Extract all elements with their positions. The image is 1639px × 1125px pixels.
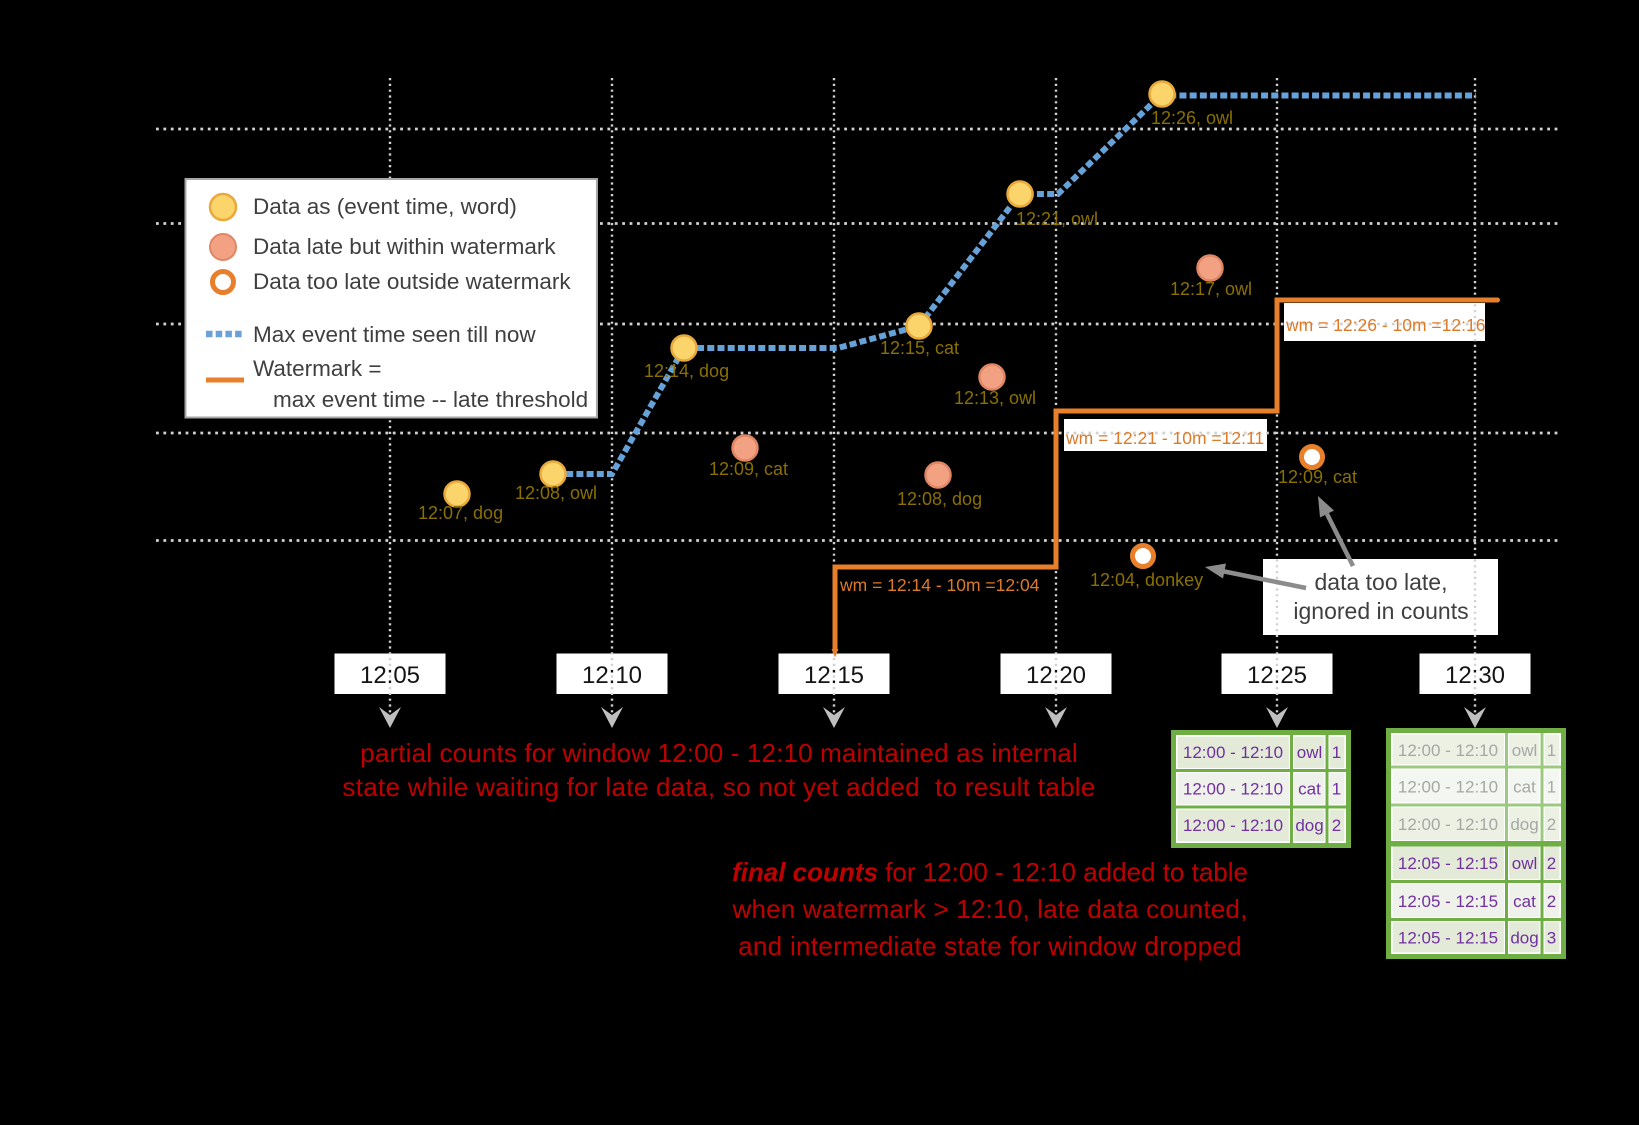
svg-text:2: 2 — [1547, 815, 1556, 834]
svg-text:12:25: 12:25 — [1247, 662, 1307, 689]
svg-text:12:21, owl: 12:21, owl — [1016, 209, 1098, 229]
svg-text:partial counts for window 12:0: partial counts for window 12:00 - 12:10 … — [360, 738, 1078, 768]
svg-text:12:10: 12:10 — [582, 662, 642, 689]
svg-text:12:05 - 12:15: 12:05 - 12:15 — [1398, 929, 1498, 948]
svg-text:12:00 - 12:10: 12:00 - 12:10 — [1398, 815, 1498, 834]
svg-text:12:09, cat: 12:09, cat — [1278, 467, 1357, 487]
svg-text:1: 1 — [1332, 780, 1341, 799]
svg-text:1: 1 — [1332, 743, 1341, 762]
svg-text:12:15, cat: 12:15, cat — [880, 338, 959, 358]
svg-text:cat: cat — [1513, 892, 1536, 911]
svg-text:12:17, owl: 12:17, owl — [1170, 279, 1252, 299]
svg-text:12:00 - 12:10: 12:00 - 12:10 — [1398, 778, 1498, 797]
svg-text:2: 2 — [1547, 892, 1556, 911]
svg-text:12:00 - 12:10: 12:00 - 12:10 — [1183, 743, 1283, 762]
svg-text:12:08, owl: 12:08, owl — [515, 483, 597, 503]
svg-text:and intermediate state for win: and intermediate state for window droppe… — [738, 931, 1242, 961]
svg-text:12:13, owl: 12:13, owl — [954, 388, 1036, 408]
svg-text:12:08, dog: 12:08, dog — [897, 489, 982, 509]
svg-text:12:05 - 12:15: 12:05 - 12:15 — [1398, 854, 1498, 873]
svg-text:12:26, owl: 12:26, owl — [1151, 108, 1233, 128]
svg-text:final counts for 12:00 - 12:10: final counts for 12:00 - 12:10 added to … — [732, 857, 1248, 887]
svg-text:12:07, dog: 12:07, dog — [418, 503, 503, 523]
svg-text:owl: owl — [1512, 854, 1538, 873]
svg-text:max event time -- late thresho: max event time -- late threshold — [273, 387, 588, 412]
svg-text:12:00 - 12:10: 12:00 - 12:10 — [1398, 741, 1498, 760]
svg-text:3: 3 — [1547, 929, 1556, 948]
svg-text:2: 2 — [1332, 816, 1341, 835]
svg-text:dog: dog — [1295, 816, 1323, 835]
svg-text:wm = 12:26 - 10m =12:16: wm = 12:26 - 10m =12:16 — [1285, 315, 1485, 335]
svg-text:data too late,: data too late, — [1315, 569, 1448, 595]
svg-text:12:20: 12:20 — [1026, 662, 1086, 689]
svg-text:Watermark =: Watermark = — [253, 356, 382, 381]
svg-text:1: 1 — [1547, 741, 1556, 760]
svg-text:owl: owl — [1297, 743, 1323, 762]
svg-text:Data as (event time, word): Data as (event time, word) — [253, 194, 517, 219]
svg-text:12:05: 12:05 — [360, 662, 420, 689]
svg-text:cat: cat — [1513, 778, 1536, 797]
svg-text:owl: owl — [1512, 741, 1538, 760]
svg-text:wm = 12:21 - 10m =12:11: wm = 12:21 - 10m =12:11 — [1065, 428, 1264, 448]
svg-text:12:09, cat: 12:09, cat — [709, 459, 788, 479]
svg-text:dog: dog — [1510, 815, 1538, 834]
svg-text:wm = 12:14 - 10m =12:04: wm = 12:14 - 10m =12:04 — [839, 575, 1040, 595]
svg-text:Data too late outside watermar: Data too late outside watermark — [253, 269, 571, 294]
svg-text:cat: cat — [1298, 780, 1321, 799]
svg-text:Max event time seen till now: Max event time seen till now — [253, 322, 536, 347]
svg-text:when watermark > 12:10, late d: when watermark > 12:10, late data counte… — [732, 894, 1248, 924]
svg-text:12:04, donkey: 12:04, donkey — [1090, 570, 1203, 590]
svg-text:12:00 - 12:10: 12:00 - 12:10 — [1183, 780, 1283, 799]
svg-text:dog: dog — [1510, 929, 1538, 948]
svg-text:state while waiting for late d: state while waiting for late data, so no… — [342, 772, 1095, 802]
svg-text:1: 1 — [1547, 778, 1556, 797]
svg-text:2: 2 — [1547, 854, 1556, 873]
svg-text:12:00 - 12:10: 12:00 - 12:10 — [1183, 816, 1283, 835]
svg-text:12:15: 12:15 — [804, 662, 864, 689]
svg-text:12:30: 12:30 — [1445, 662, 1505, 689]
svg-text:Data late but within watermark: Data late but within watermark — [253, 234, 556, 259]
svg-text:12:14, dog: 12:14, dog — [644, 361, 729, 381]
svg-text:12:05 - 12:15: 12:05 - 12:15 — [1398, 892, 1498, 911]
svg-text:ignored in counts: ignored in counts — [1293, 598, 1468, 624]
